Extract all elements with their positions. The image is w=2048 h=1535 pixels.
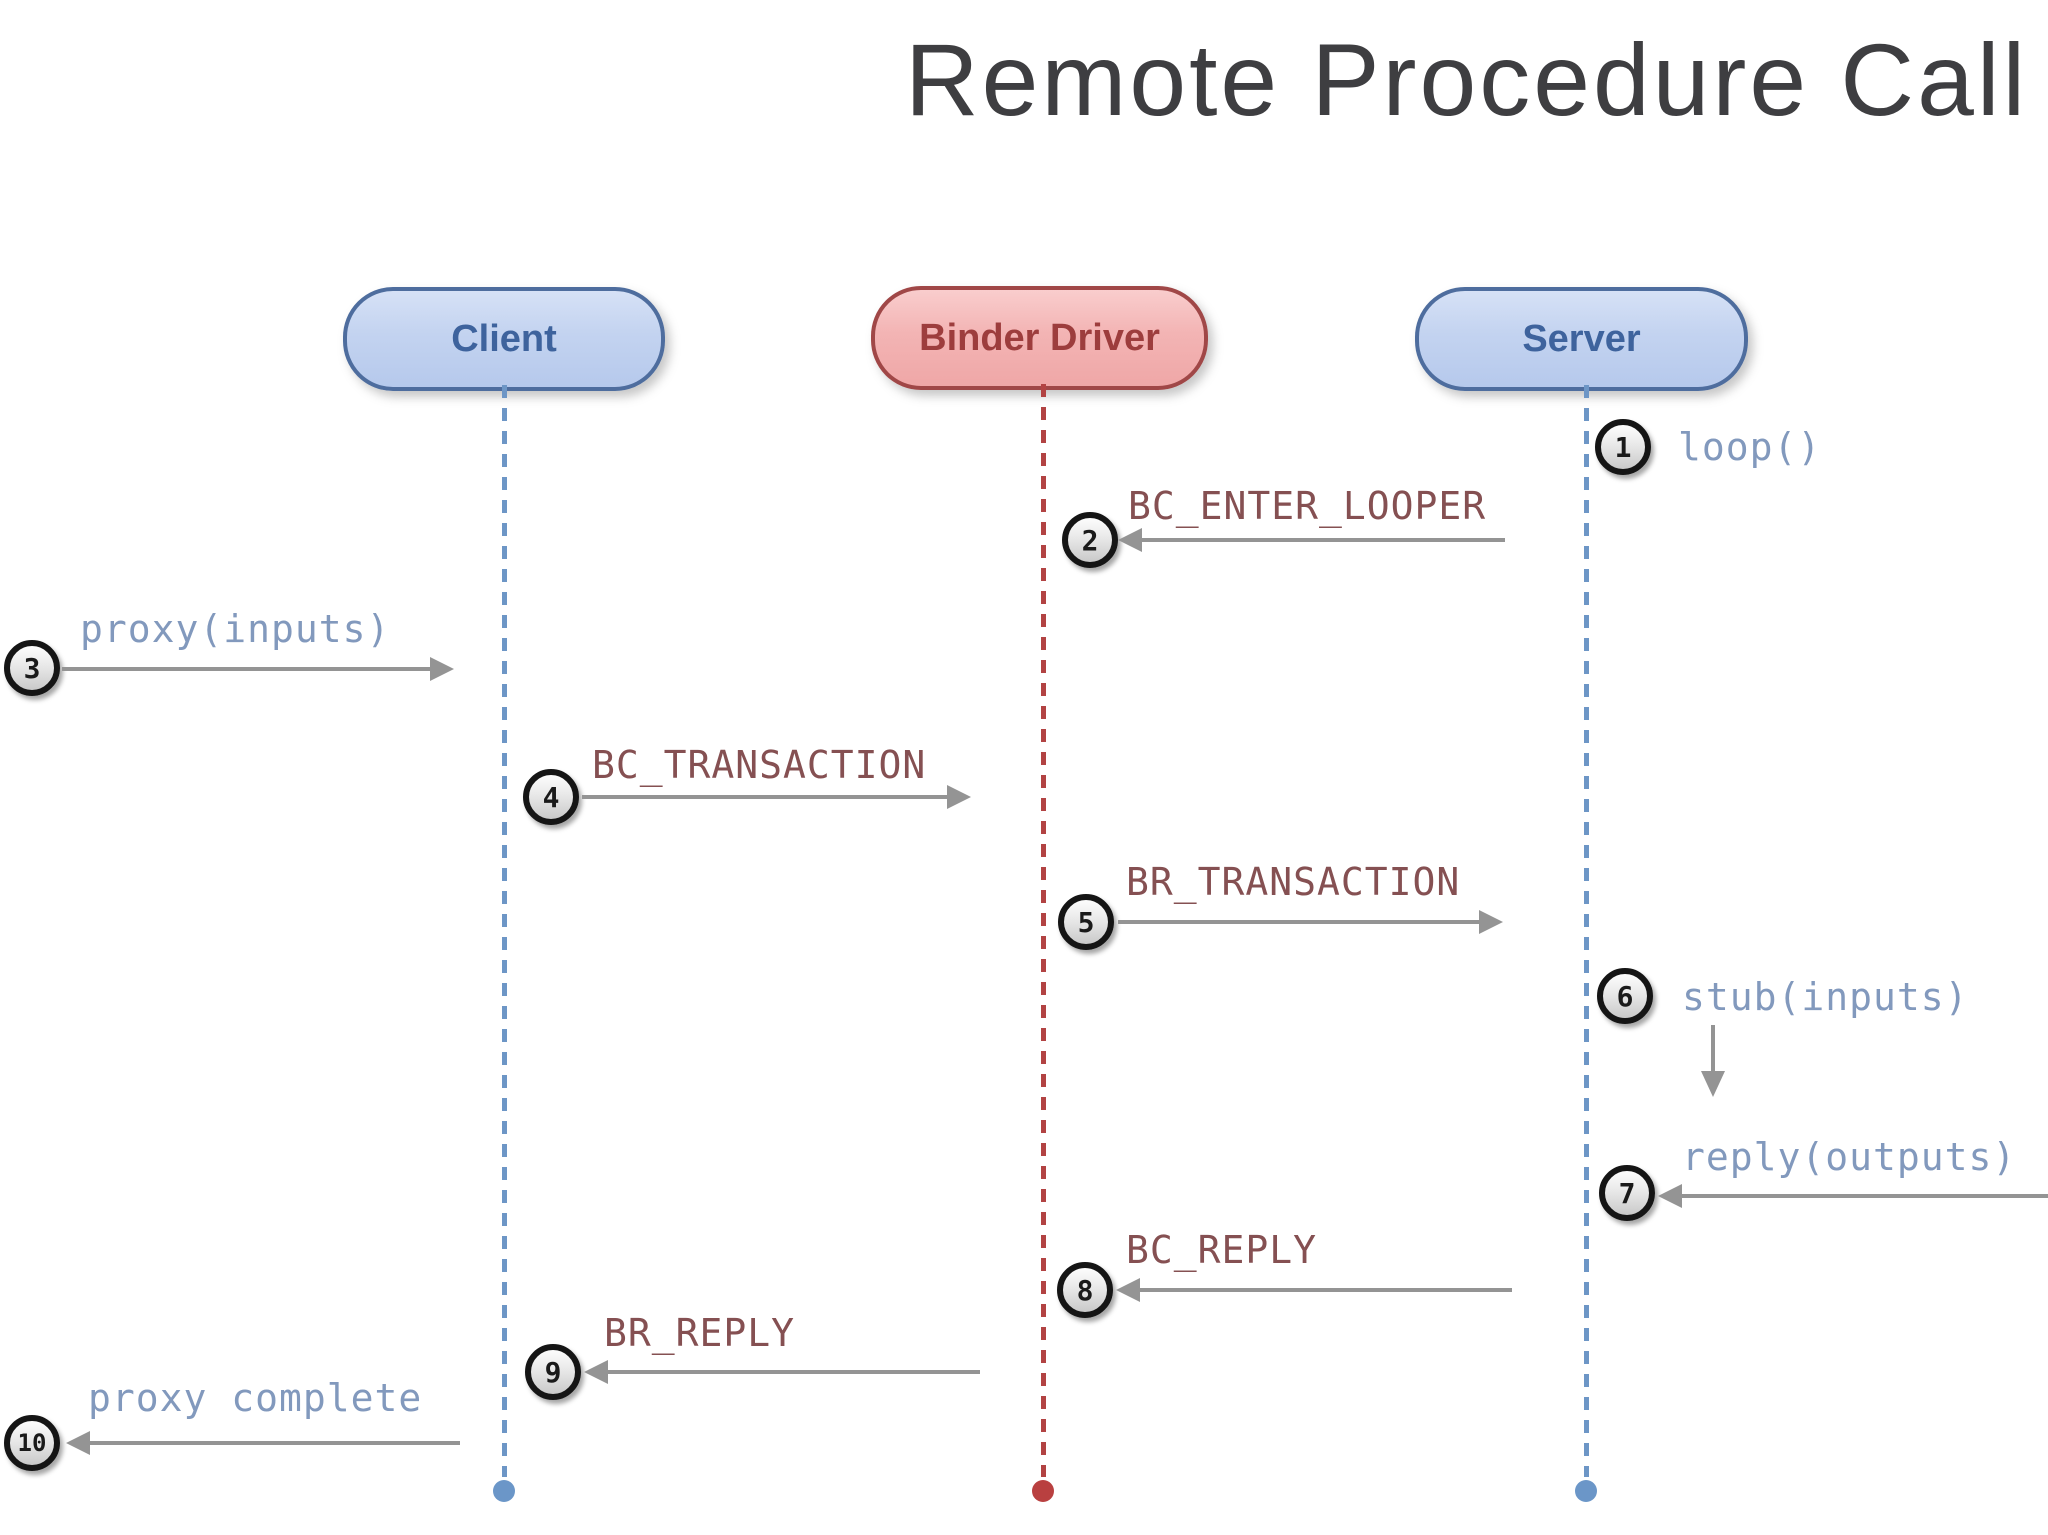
step-circle-7: 7 — [1599, 1165, 1655, 1221]
arrow-shaft — [1118, 920, 1479, 924]
arrowhead-right-icon — [430, 657, 454, 681]
arrowhead-right-icon — [1479, 910, 1503, 934]
msg-label-proxy-inputs: proxy(inputs) — [80, 607, 391, 651]
step-circle-9: 9 — [525, 1344, 581, 1400]
arrow-shaft — [1140, 538, 1505, 542]
actor-label-server: Server — [1522, 317, 1641, 360]
step-circle-5: 5 — [1058, 894, 1114, 950]
msg-label-stub-inputs: stub(inputs) — [1682, 975, 1969, 1019]
arrowhead-left-icon — [1658, 1184, 1682, 1208]
msg-label-bc-enter-looper: BC_ENTER_LOOPER — [1128, 484, 1487, 528]
lifeline-end-dot-server — [1575, 1480, 1597, 1502]
lifeline-end-dot-client — [493, 1480, 515, 1502]
actor-pill-client: Client — [343, 287, 665, 391]
step-circle-4: 4 — [523, 769, 579, 825]
arrowhead-left-icon — [584, 1360, 608, 1384]
diagram-title: Remote Procedure Call — [905, 23, 2029, 137]
msg-label-loop: loop() — [1678, 425, 1822, 469]
step-circle-6: 6 — [1597, 968, 1653, 1024]
actor-pill-binder-driver: Binder Driver — [871, 286, 1208, 390]
arrow-shaft — [582, 795, 947, 799]
actor-label-binder-driver: Binder Driver — [919, 316, 1160, 359]
lifeline-client — [502, 385, 507, 1477]
msg-label-reply-outputs: reply(outputs) — [1682, 1135, 2017, 1179]
arrowhead-left-icon — [66, 1431, 90, 1455]
lifeline-end-dot-binder-driver — [1032, 1480, 1054, 1502]
arrow-shaft — [606, 1370, 980, 1374]
lifeline-server — [1584, 385, 1589, 1477]
arrow-shaft — [1711, 1025, 1715, 1071]
arrow-shaft — [88, 1441, 460, 1445]
arrowhead-down-icon — [1701, 1071, 1725, 1097]
step-circle-10: 10 — [4, 1415, 60, 1471]
step-circle-3: 3 — [4, 640, 60, 696]
arrow-shaft — [62, 667, 430, 671]
step-circle-1: 1 — [1595, 419, 1651, 475]
step-circle-8: 8 — [1057, 1262, 1113, 1318]
step-circle-2: 2 — [1062, 512, 1118, 568]
lifeline-binder-driver — [1041, 384, 1046, 1477]
arrowhead-left-icon — [1118, 528, 1142, 552]
arrowhead-right-icon — [947, 785, 971, 809]
arrow-shaft — [1680, 1194, 2048, 1198]
arrow-shaft — [1138, 1288, 1512, 1292]
msg-label-proxy-complete: proxy complete — [88, 1376, 423, 1420]
msg-label-br-transaction: BR_TRANSACTION — [1126, 860, 1461, 904]
msg-label-bc-transaction: BC_TRANSACTION — [592, 743, 927, 787]
arrowhead-left-icon — [1116, 1278, 1140, 1302]
actor-label-client: Client — [451, 317, 557, 360]
msg-label-bc-reply: BC_REPLY — [1126, 1228, 1318, 1272]
actor-pill-server: Server — [1415, 287, 1748, 391]
msg-label-br-reply: BR_REPLY — [604, 1311, 796, 1355]
